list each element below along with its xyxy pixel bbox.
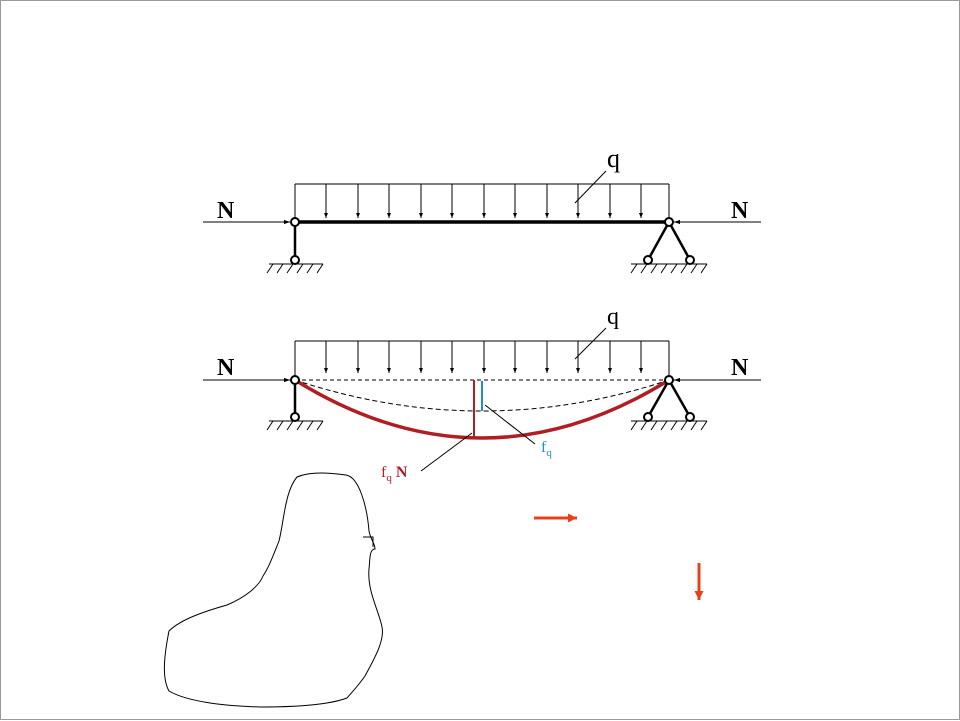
support-right-1 bbox=[630, 217, 708, 274]
deflection-q-leader bbox=[484, 404, 536, 445]
hand-drawn-annotations bbox=[163, 472, 704, 708]
support-right-2 bbox=[630, 375, 708, 431]
ground-hatch bbox=[266, 263, 324, 274]
deflection-qn-label: fq N bbox=[381, 464, 408, 484]
ground-hatch bbox=[266, 420, 324, 431]
distributed-load-1 bbox=[294, 183, 670, 221]
support-left-1 bbox=[266, 217, 324, 274]
freehand-tick bbox=[363, 536, 374, 547]
load-leader-2 bbox=[574, 327, 607, 360]
diagram-1-undeformed-beam: q N N bbox=[203, 144, 761, 274]
load-label-1: q bbox=[607, 144, 620, 173]
deflection-qn-leader bbox=[420, 432, 473, 472]
deflection-curve-total bbox=[294, 378, 670, 440]
distributed-load-2 bbox=[294, 340, 670, 377]
freehand-outline bbox=[163, 472, 383, 708]
diagram-2-deflected-beam: q N N fq fq N bbox=[203, 304, 761, 484]
load-arrows-2 bbox=[324, 341, 643, 373]
axial-force-label-right-2: N bbox=[731, 355, 749, 381]
load-leader-1 bbox=[574, 170, 607, 204]
ground-hatch bbox=[630, 420, 708, 431]
axial-force-label-left-1: N bbox=[217, 198, 235, 224]
ground-hatch bbox=[630, 263, 708, 274]
support-left-2 bbox=[266, 375, 324, 431]
axial-force-label-right-1: N bbox=[731, 198, 749, 224]
load-label-2: q bbox=[607, 304, 619, 330]
deflection-curve-q bbox=[294, 379, 670, 412]
load-arrows-1 bbox=[324, 184, 643, 218]
axial-force-label-left-2: N bbox=[217, 355, 235, 381]
deflection-q-label: fq bbox=[541, 439, 552, 459]
